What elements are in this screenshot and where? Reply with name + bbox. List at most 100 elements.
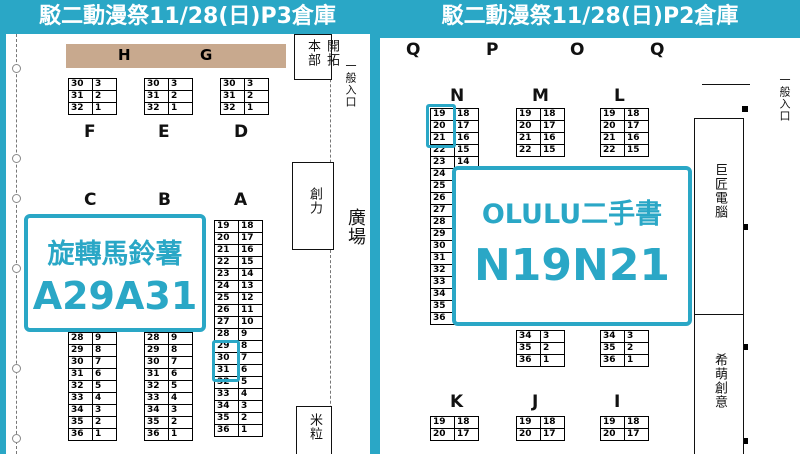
aisle-letter-f: F: [84, 122, 96, 142]
booth-number: 28: [68, 332, 93, 345]
booth-number: 35: [144, 416, 169, 429]
booth-number: 2: [624, 342, 649, 355]
left-map-title: 駁二動漫祭11/28(日)P3倉庫: [39, 4, 336, 29]
booth-number: 30: [144, 356, 169, 369]
booth-number: 18: [454, 108, 479, 121]
booth-number: 9: [168, 332, 193, 345]
booth-number: 6: [168, 368, 193, 381]
booth-number: 14: [238, 268, 263, 281]
left-callout-name: 旋轉馬鈴薯: [47, 239, 183, 270]
booth-number: 36: [516, 354, 541, 367]
booth-number: 28: [430, 216, 455, 229]
booth-number: 2: [238, 412, 263, 425]
booth-number: 34: [144, 404, 169, 417]
aisle-letter-d: D: [234, 122, 249, 142]
booth-number: 15: [454, 144, 479, 157]
kaituo-booth: 開拓 本部: [294, 34, 339, 80]
booth-number: 20: [516, 428, 541, 441]
booth-number: 5: [238, 376, 263, 389]
booth-number: 18: [624, 108, 649, 121]
booth-number: 16: [454, 132, 479, 145]
booth-number: 18: [540, 108, 565, 121]
booth-number: 22: [214, 256, 239, 269]
square-label: 廣場: [345, 208, 366, 246]
aisle-letter-l: L: [614, 86, 625, 106]
booth-number: 20: [430, 428, 455, 441]
booth-number: 4: [168, 392, 193, 405]
aisle-letter-m: M: [532, 86, 549, 106]
booth-number: 36: [600, 354, 625, 367]
booth-number: 32: [68, 380, 93, 393]
pillar-icon: [12, 364, 21, 373]
section-header-hg: H G: [66, 44, 286, 68]
booth-number: 3: [92, 404, 117, 417]
booth-number: 15: [624, 144, 649, 157]
booth-number: 18: [454, 416, 479, 429]
booth-number: 30: [68, 78, 93, 91]
booth-number: 23: [214, 268, 239, 281]
pillar-icon: [12, 194, 21, 203]
booth-number: 33: [214, 388, 239, 401]
booth-number: 17: [624, 120, 649, 133]
pillar-icon: [12, 434, 21, 443]
booth-number: 17: [540, 120, 565, 133]
booth-number: 26: [214, 304, 239, 317]
booth-number: 9: [238, 328, 263, 341]
booth-number: 3: [244, 78, 269, 91]
booth-number: 17: [540, 428, 565, 441]
booth-number: 18: [540, 416, 565, 429]
booth-number: 36: [430, 312, 455, 325]
aisle-letter-i: I: [614, 392, 621, 412]
entrance-label-right: 一般入口: [778, 74, 791, 122]
booth-number: 29: [68, 344, 93, 357]
aisle-letter-n: N: [450, 86, 465, 106]
booth-number: 22: [600, 144, 625, 157]
bottom-right-booth: 米粒: [296, 406, 332, 454]
booth-number: 21: [516, 132, 541, 145]
right-callout-booth: N19N21: [473, 240, 671, 291]
booth-number: 6: [92, 368, 117, 381]
booth-number: 3: [238, 400, 263, 413]
booth-number: 2: [540, 342, 565, 355]
aisle-letter-b: B: [158, 190, 171, 210]
booth-number: 30: [430, 240, 455, 253]
booth-number: 35: [214, 412, 239, 425]
right-callout-name: OLULU二手書: [481, 199, 663, 230]
booth-number: 23: [430, 156, 455, 169]
booth-number: 19: [430, 108, 455, 121]
booth-number: 1: [238, 424, 263, 437]
booth-number: 21: [214, 244, 239, 257]
booth-number: 3: [540, 330, 565, 343]
pillar-icon: [742, 224, 748, 230]
booth-number: 1: [168, 102, 193, 115]
pillar-icon: [742, 344, 748, 350]
